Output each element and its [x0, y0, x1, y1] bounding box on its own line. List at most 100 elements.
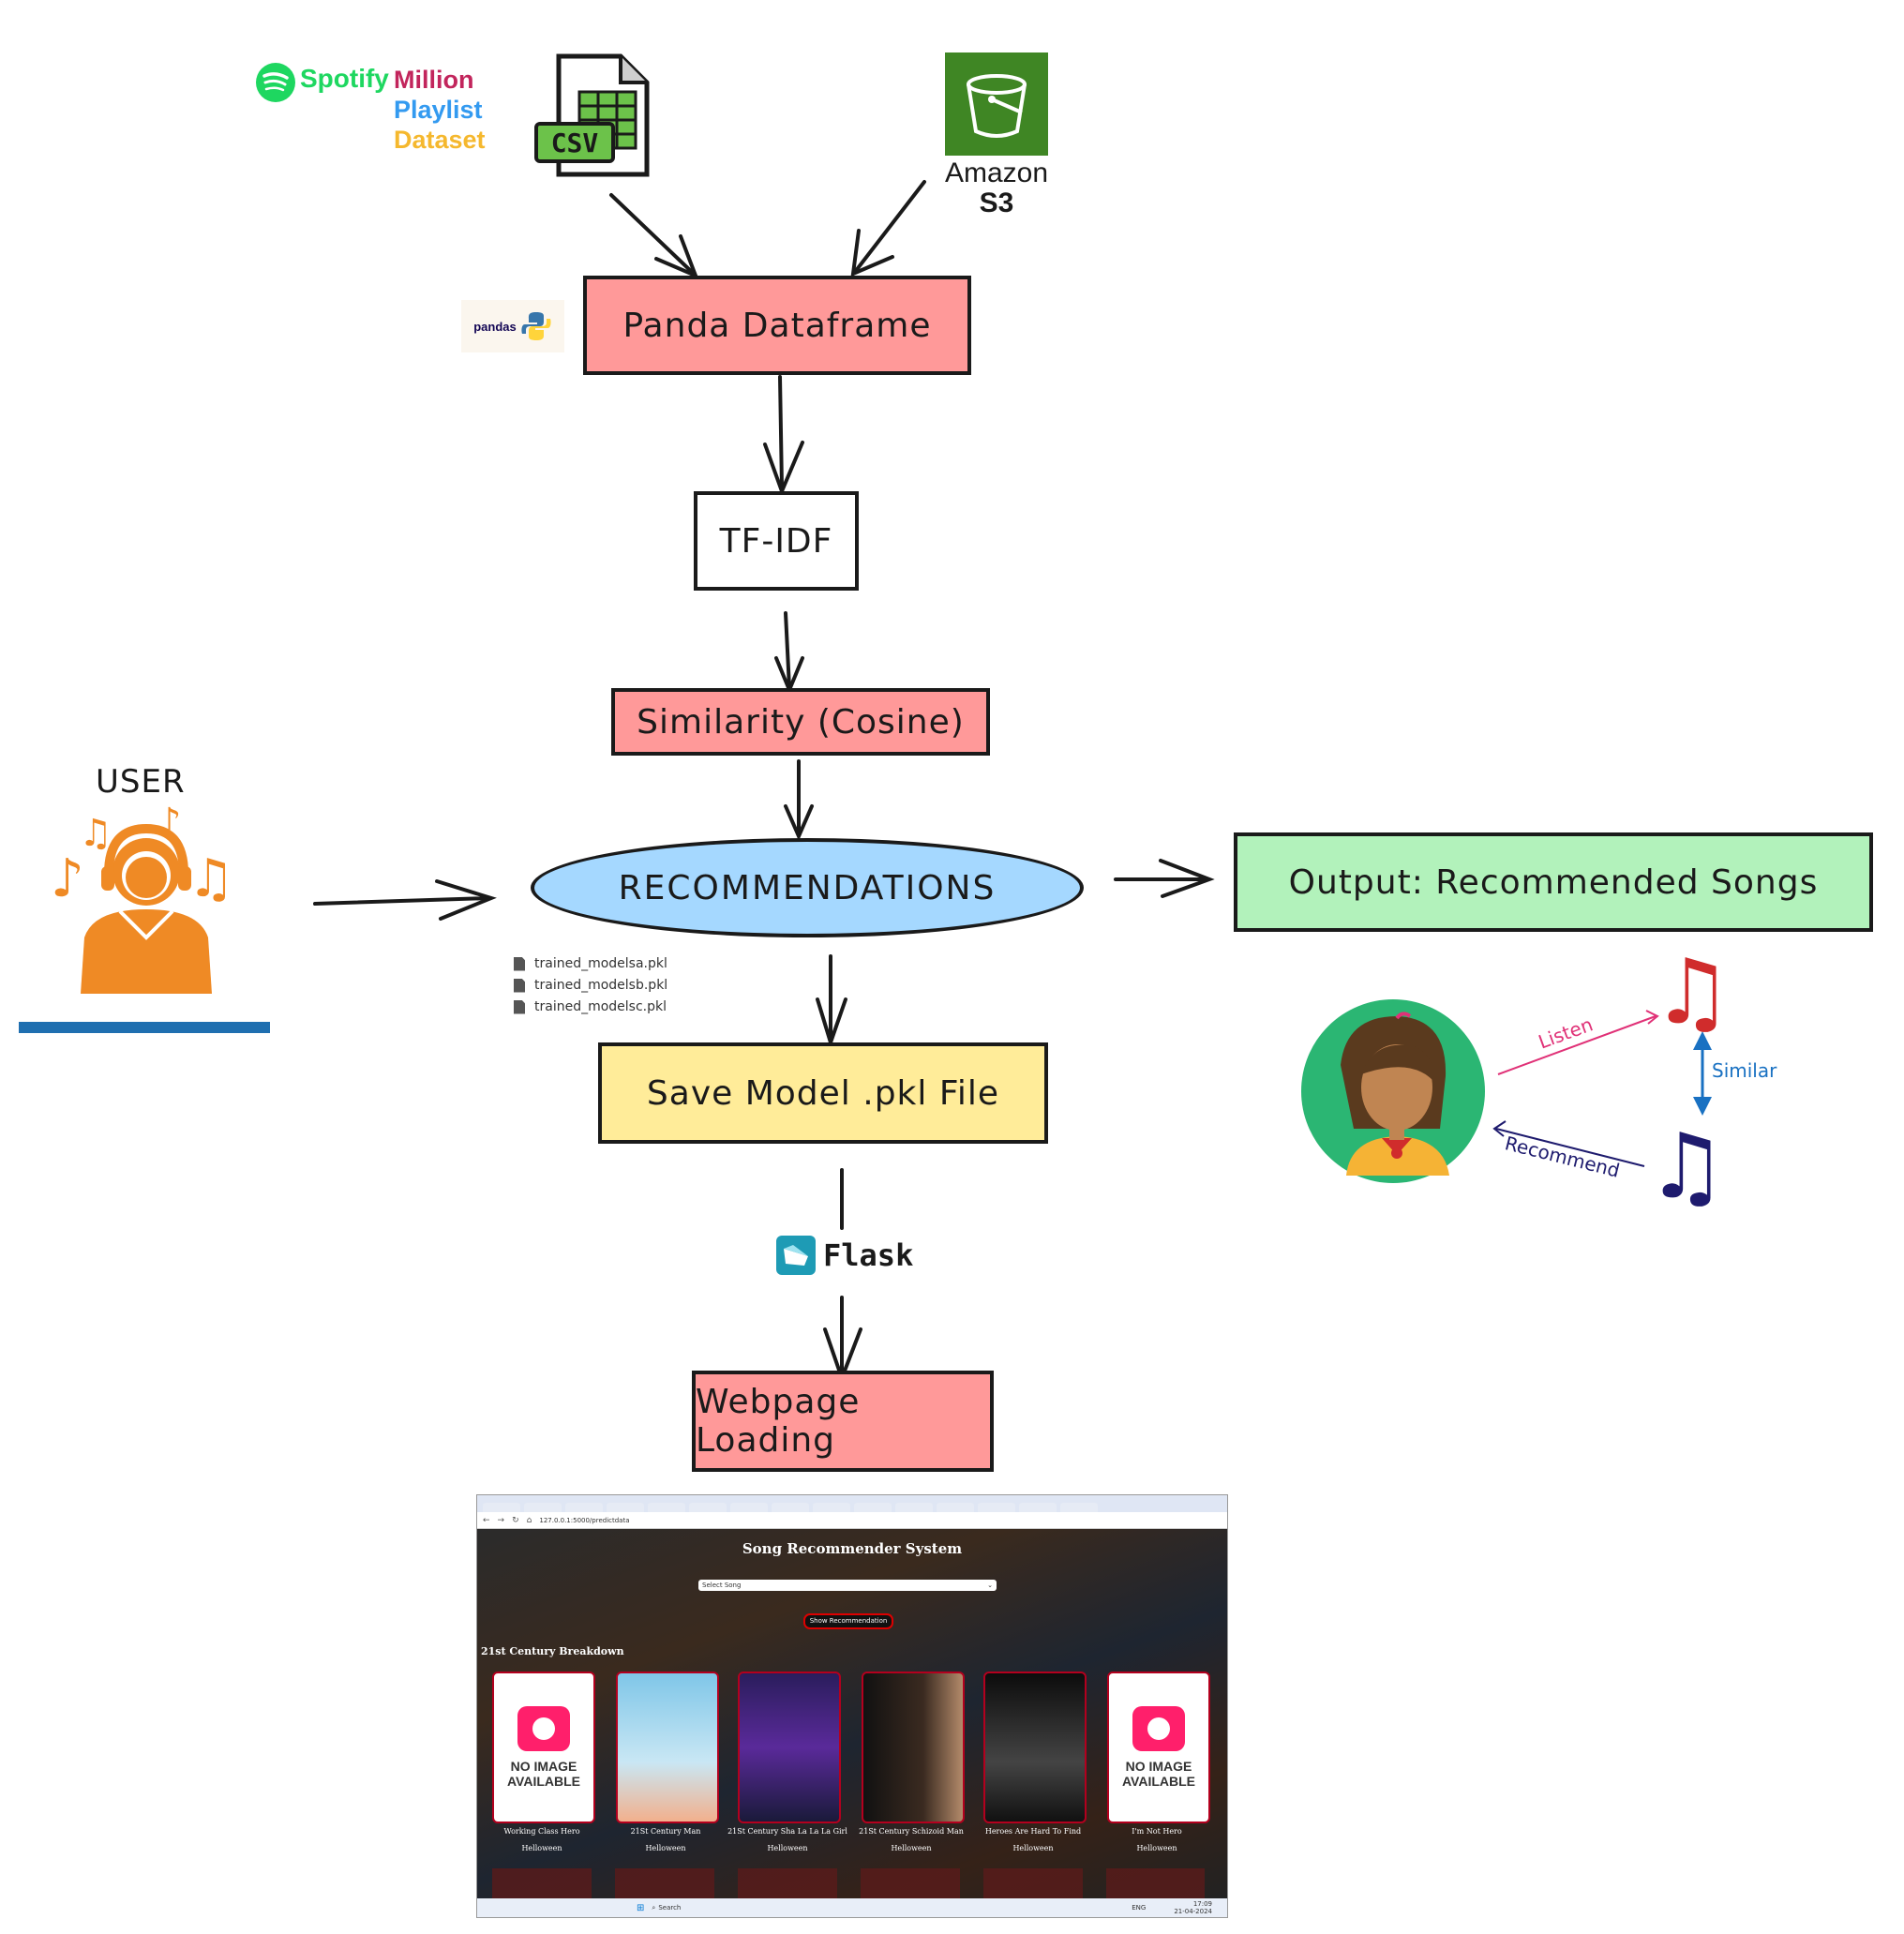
- spotify-icon: [256, 63, 295, 102]
- save-model-node: Save Model .pkl File: [598, 1042, 1048, 1144]
- browser-tab[interactable]: [648, 1502, 685, 1512]
- song-card-1-artist: Helloween: [521, 1844, 562, 1852]
- song-card-2-title: 21St Century Man: [630, 1827, 701, 1836]
- browser-tab[interactable]: [895, 1502, 933, 1512]
- dataset-word-playlist: Playlist: [394, 96, 483, 124]
- browser-tab[interactable]: [854, 1502, 892, 1512]
- browser-tab[interactable]: [730, 1502, 768, 1512]
- browser-tab[interactable]: [772, 1502, 809, 1512]
- song-card-2-artist: Helloween: [645, 1844, 686, 1852]
- arrow-tfidf-to-similarity: [784, 611, 791, 690]
- browser-screenshot: ← → ↻ ⌂ 127.0.0.1:5000/predictdata Song …: [476, 1494, 1228, 1918]
- svg-text:♫: ♫: [79, 812, 112, 855]
- taskbar-lang: ENG: [1132, 1904, 1147, 1912]
- model-file-a: trained_modelsa.pkl: [514, 956, 667, 971]
- show-recommendation-button[interactable]: Show Recommendation: [803, 1613, 893, 1629]
- song-card-4[interactable]: [862, 1672, 965, 1823]
- arrow-dataframe-to-tfidf: [778, 375, 784, 489]
- music-note-navy-icon: ♫: [1646, 1114, 1728, 1219]
- song-card-6[interactable]: NO IMAGE AVAILABLE: [1107, 1672, 1210, 1823]
- music-note-red-icon: ♫: [1652, 939, 1733, 1044]
- flask-logo: Flask: [776, 1236, 913, 1275]
- clock-time: 17:09: [1192, 1900, 1212, 1908]
- song-card-3[interactable]: [738, 1672, 841, 1823]
- browser-tab[interactable]: [689, 1502, 727, 1512]
- browser-tab[interactable]: [524, 1502, 562, 1512]
- section-title: 21st Century Breakdown: [481, 1645, 624, 1657]
- browser-toolbar: ← → ↻ ⌂ 127.0.0.1:5000/predictdata: [477, 1512, 1227, 1529]
- song-card-4-title: 21St Century Schizoid Man: [859, 1827, 964, 1836]
- song-card-5[interactable]: [983, 1672, 1087, 1823]
- browser-tab[interactable]: [565, 1502, 603, 1512]
- no-image-placeholder: NO IMAGE AVAILABLE: [494, 1673, 593, 1822]
- song-select-value: Select Song: [702, 1582, 742, 1589]
- flask-icon: [776, 1236, 816, 1275]
- forward-icon[interactable]: →: [497, 1515, 505, 1525]
- csv-file-icon: CSV: [534, 52, 651, 178]
- app-page-title: Song Recommender System: [742, 1540, 963, 1557]
- song-card-4-artist: Helloween: [891, 1844, 932, 1852]
- recommend-arrow: [1495, 1128, 1645, 1167]
- home-icon[interactable]: ⌂: [526, 1515, 532, 1525]
- panda-dataframe-node: Panda Dataframe: [583, 276, 971, 375]
- user-label: USER: [96, 763, 186, 801]
- clock-date: 21-04-2024: [1174, 1908, 1212, 1915]
- song-card-5-title: Heroes Are Hard To Find: [984, 1827, 1082, 1836]
- s3-label-line1: Amazon: [944, 157, 1049, 188]
- song-card-row2-peek: [492, 1868, 1205, 1898]
- model-file-c-label: trained_modelsc.pkl: [534, 999, 667, 1014]
- taskbar-search-icon[interactable]: ⌕: [652, 1903, 656, 1912]
- no-image-placeholder: NO IMAGE AVAILABLE: [1109, 1673, 1208, 1822]
- svg-text:♫: ♫: [187, 848, 234, 909]
- webpage-loading-node: Webpage Loading: [692, 1371, 994, 1472]
- recommendations-node: RECOMMENDATIONS: [531, 838, 1084, 937]
- camera-icon: [517, 1706, 570, 1751]
- page-background: Song Recommender System Select Song ⌄ Sh…: [477, 1529, 1227, 1898]
- file-icon: [514, 956, 525, 971]
- pandas-logo: pandas: [461, 300, 564, 352]
- browser-tab[interactable]: [1019, 1502, 1057, 1512]
- browser-tab[interactable]: [483, 1502, 520, 1512]
- file-icon: [514, 999, 525, 1014]
- taskbar: ⊞ ⌕ Search ENG 17:09 21-04-2024: [477, 1898, 1227, 1917]
- song-select[interactable]: Select Song ⌄: [698, 1580, 997, 1591]
- address-bar[interactable]: 127.0.0.1:5000/predictdata: [539, 1516, 630, 1524]
- python-icon: [521, 312, 551, 340]
- song-card-1[interactable]: NO IMAGE AVAILABLE: [492, 1672, 595, 1823]
- song-card-6-title: I'm Not Hero: [1132, 1827, 1182, 1836]
- listener-avatar: [1301, 999, 1485, 1183]
- song-card-5-artist: Helloween: [1012, 1844, 1054, 1852]
- song-card-1-title: Working Class Hero: [503, 1827, 580, 1836]
- no-image-text: NO IMAGE AVAILABLE: [1121, 1759, 1196, 1789]
- pandas-logo-text: pandas: [473, 319, 517, 334]
- flask-label: Flask: [823, 1237, 914, 1273]
- model-file-c: trained_modelsc.pkl: [514, 999, 667, 1014]
- chevron-down-icon: ⌄: [987, 1582, 993, 1589]
- clock: 17:09 21-04-2024: [1174, 1900, 1212, 1915]
- back-icon[interactable]: ←: [483, 1515, 490, 1525]
- arrow-s3-to-dataframe: [853, 180, 926, 274]
- output-node: Output: Recommended Songs: [1234, 832, 1873, 932]
- csv-label: CSV: [534, 122, 615, 163]
- s3-bucket-icon: [945, 52, 1048, 156]
- song-card-6-artist: Helloween: [1136, 1844, 1177, 1852]
- arrow-user-to-recommendations: [313, 896, 491, 906]
- song-card-2[interactable]: [616, 1672, 719, 1823]
- spotify-logo: [255, 62, 296, 107]
- dataset-word-million: Million: [394, 66, 474, 94]
- model-file-b-label: trained_modelsb.pkl: [534, 978, 668, 993]
- taskbar-search[interactable]: Search: [658, 1904, 682, 1912]
- browser-tab[interactable]: [937, 1502, 974, 1512]
- browser-tab[interactable]: [813, 1502, 850, 1512]
- windows-start-icon[interactable]: ⊞: [637, 1902, 645, 1913]
- similarity-node: Similarity (Cosine): [611, 688, 990, 756]
- song-card-3-title: 21St Century Sha La La La Girl: [727, 1827, 847, 1836]
- song-card-3-artist: Helloween: [767, 1844, 808, 1852]
- browser-tab[interactable]: [1060, 1502, 1098, 1512]
- browser-tab[interactable]: [978, 1502, 1015, 1512]
- browser-tab[interactable]: [607, 1502, 644, 1512]
- spotify-word: Spotify: [300, 64, 389, 93]
- reload-icon[interactable]: ↻: [512, 1515, 519, 1525]
- listen-arrow: [1497, 1015, 1657, 1075]
